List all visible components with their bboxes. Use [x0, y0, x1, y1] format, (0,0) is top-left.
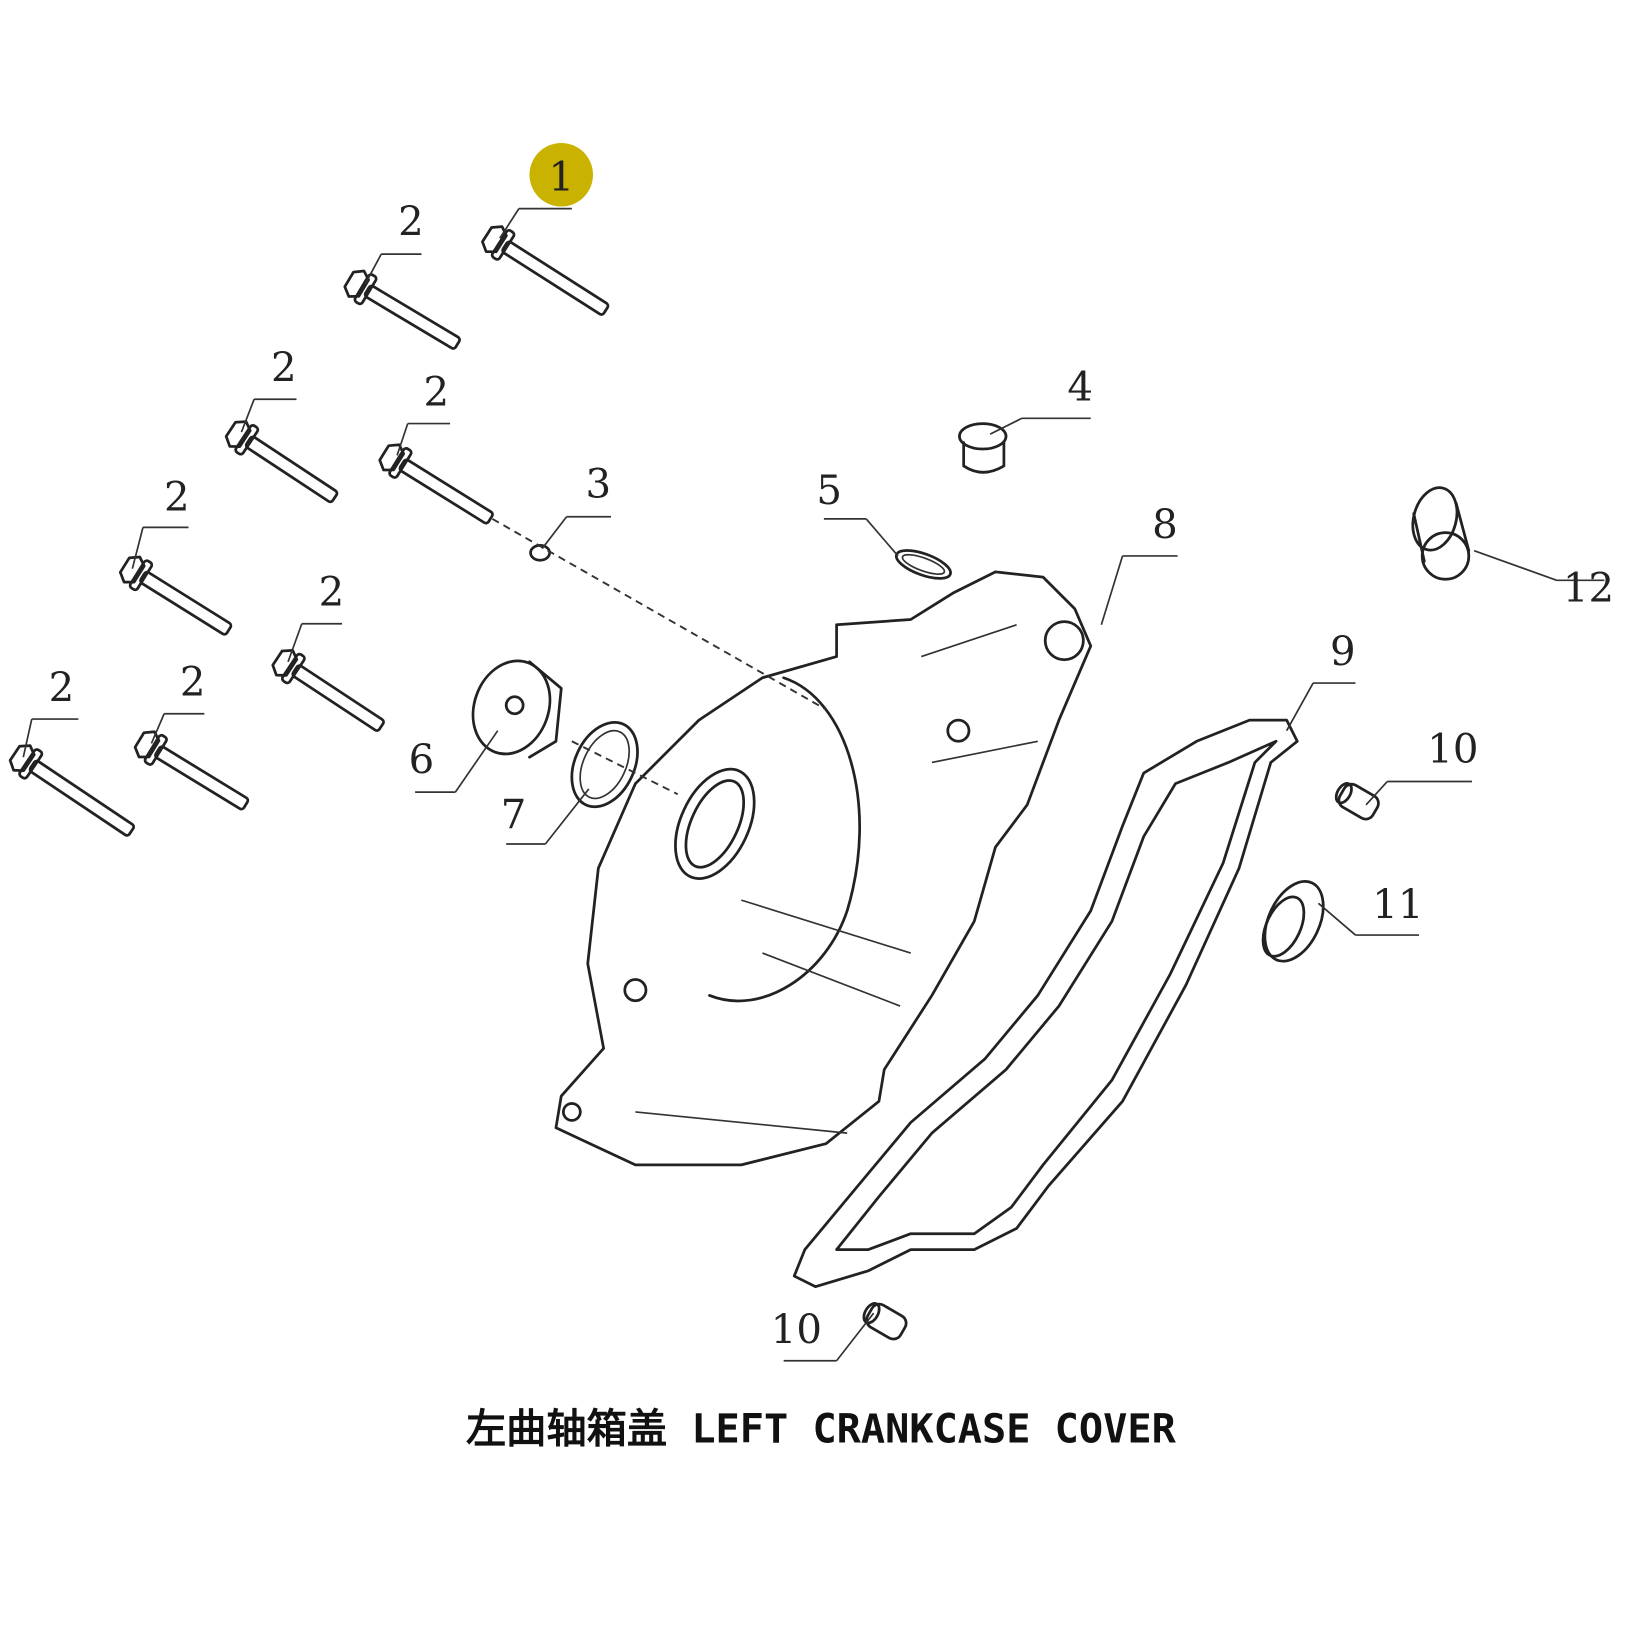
leader-line [541, 515, 612, 550]
callout-10[interactable]: 10 [1365, 726, 1479, 806]
callout-6[interactable]: 6 [409, 730, 499, 793]
leader-line [150, 712, 205, 744]
leader-line [131, 526, 189, 569]
callout-number: 2 [180, 660, 206, 706]
oil-seal-part-11[interactable] [1253, 872, 1335, 970]
callout-number: 9 [1330, 629, 1356, 675]
leader-line [287, 622, 343, 663]
washer-part-3[interactable] [529, 543, 551, 562]
leader-line [240, 398, 297, 433]
callout-number: 1 [548, 155, 574, 201]
callout-number: 4 [1067, 364, 1093, 410]
callout-7[interactable]: 7 [501, 788, 590, 845]
callout-number: 5 [816, 468, 842, 514]
callout-number: 2 [49, 665, 75, 711]
bolt-part-2[interactable] [376, 439, 499, 532]
leader-line [506, 788, 590, 845]
bolt-part-2[interactable] [269, 645, 390, 740]
dowel-pin-part-10[interactable] [1333, 781, 1381, 822]
leader-line [1285, 682, 1356, 732]
callout-number: 6 [409, 737, 435, 783]
leader-line [22, 718, 79, 758]
gasket-part-9[interactable] [792, 718, 1299, 1289]
leader-line [1365, 780, 1472, 806]
callout-number: 2 [164, 474, 190, 520]
callout-2[interactable]: 2 [240, 345, 297, 433]
callout-1[interactable]: 1 [499, 142, 594, 239]
alignment-line-plug [571, 740, 679, 796]
leader-line [499, 207, 572, 239]
callout-8[interactable]: 8 [1100, 502, 1178, 626]
callout-number: 2 [271, 345, 297, 391]
callout-number: 2 [319, 570, 345, 616]
o-ring-part-7[interactable] [559, 712, 650, 818]
plug-part-4[interactable] [958, 422, 1008, 474]
callout-2[interactable]: 2 [150, 660, 206, 744]
bolt-part-2[interactable] [131, 726, 254, 818]
callout-number: 10 [1427, 726, 1478, 772]
callout-4[interactable]: 4 [989, 364, 1093, 435]
leader-line [1317, 902, 1420, 936]
leader-line [396, 422, 451, 456]
callout-number: 2 [423, 370, 449, 416]
callout-3[interactable]: 3 [541, 462, 612, 550]
bushing-part-12[interactable] [1406, 483, 1471, 581]
leader-line [364, 253, 422, 285]
callout-2[interactable]: 2 [131, 474, 190, 569]
callout-number: 8 [1152, 502, 1178, 548]
highlight-marker [529, 142, 594, 207]
callout-5[interactable]: 5 [816, 468, 899, 557]
callout-number: 7 [501, 792, 527, 838]
callout-number: 10 [771, 1307, 822, 1353]
cap-part-6[interactable] [460, 650, 563, 765]
diagram-title: 左曲轴箱盖 LEFT CRANKCASE COVER [466, 1406, 1177, 1452]
leader-line [989, 417, 1091, 435]
leader-line [783, 1312, 875, 1362]
leader-line [415, 730, 499, 793]
callout-12[interactable]: 12 [1473, 549, 1614, 612]
parts-layer [6, 221, 1471, 1341]
leader-line [1473, 549, 1605, 582]
leader-line [823, 518, 899, 557]
bolt-part-2[interactable] [341, 266, 466, 358]
callout-9[interactable]: 9 [1285, 629, 1356, 732]
leader-line [1100, 555, 1178, 626]
crankcase-cover-part-8[interactable] [554, 570, 1093, 1167]
callout-2[interactable]: 2 [364, 199, 424, 285]
alignment-line-bolt [491, 518, 827, 711]
callout-number: 3 [586, 462, 612, 508]
callout-number: 11 [1372, 882, 1423, 928]
callout-10[interactable]: 10 [771, 1307, 875, 1362]
bolt-part-2[interactable] [222, 416, 343, 511]
callout-2[interactable]: 2 [287, 570, 345, 663]
callout-2[interactable]: 2 [396, 370, 451, 456]
bolt-part-2[interactable] [6, 740, 140, 844]
o-ring-part-5[interactable] [893, 545, 954, 584]
callout-11[interactable]: 11 [1317, 882, 1423, 936]
callout-number: 2 [398, 199, 424, 245]
callout-2[interactable]: 2 [22, 665, 79, 758]
bolt-part-2[interactable] [116, 552, 237, 644]
callout-number: 12 [1563, 565, 1614, 611]
bolt-part-1[interactable] [478, 221, 614, 323]
